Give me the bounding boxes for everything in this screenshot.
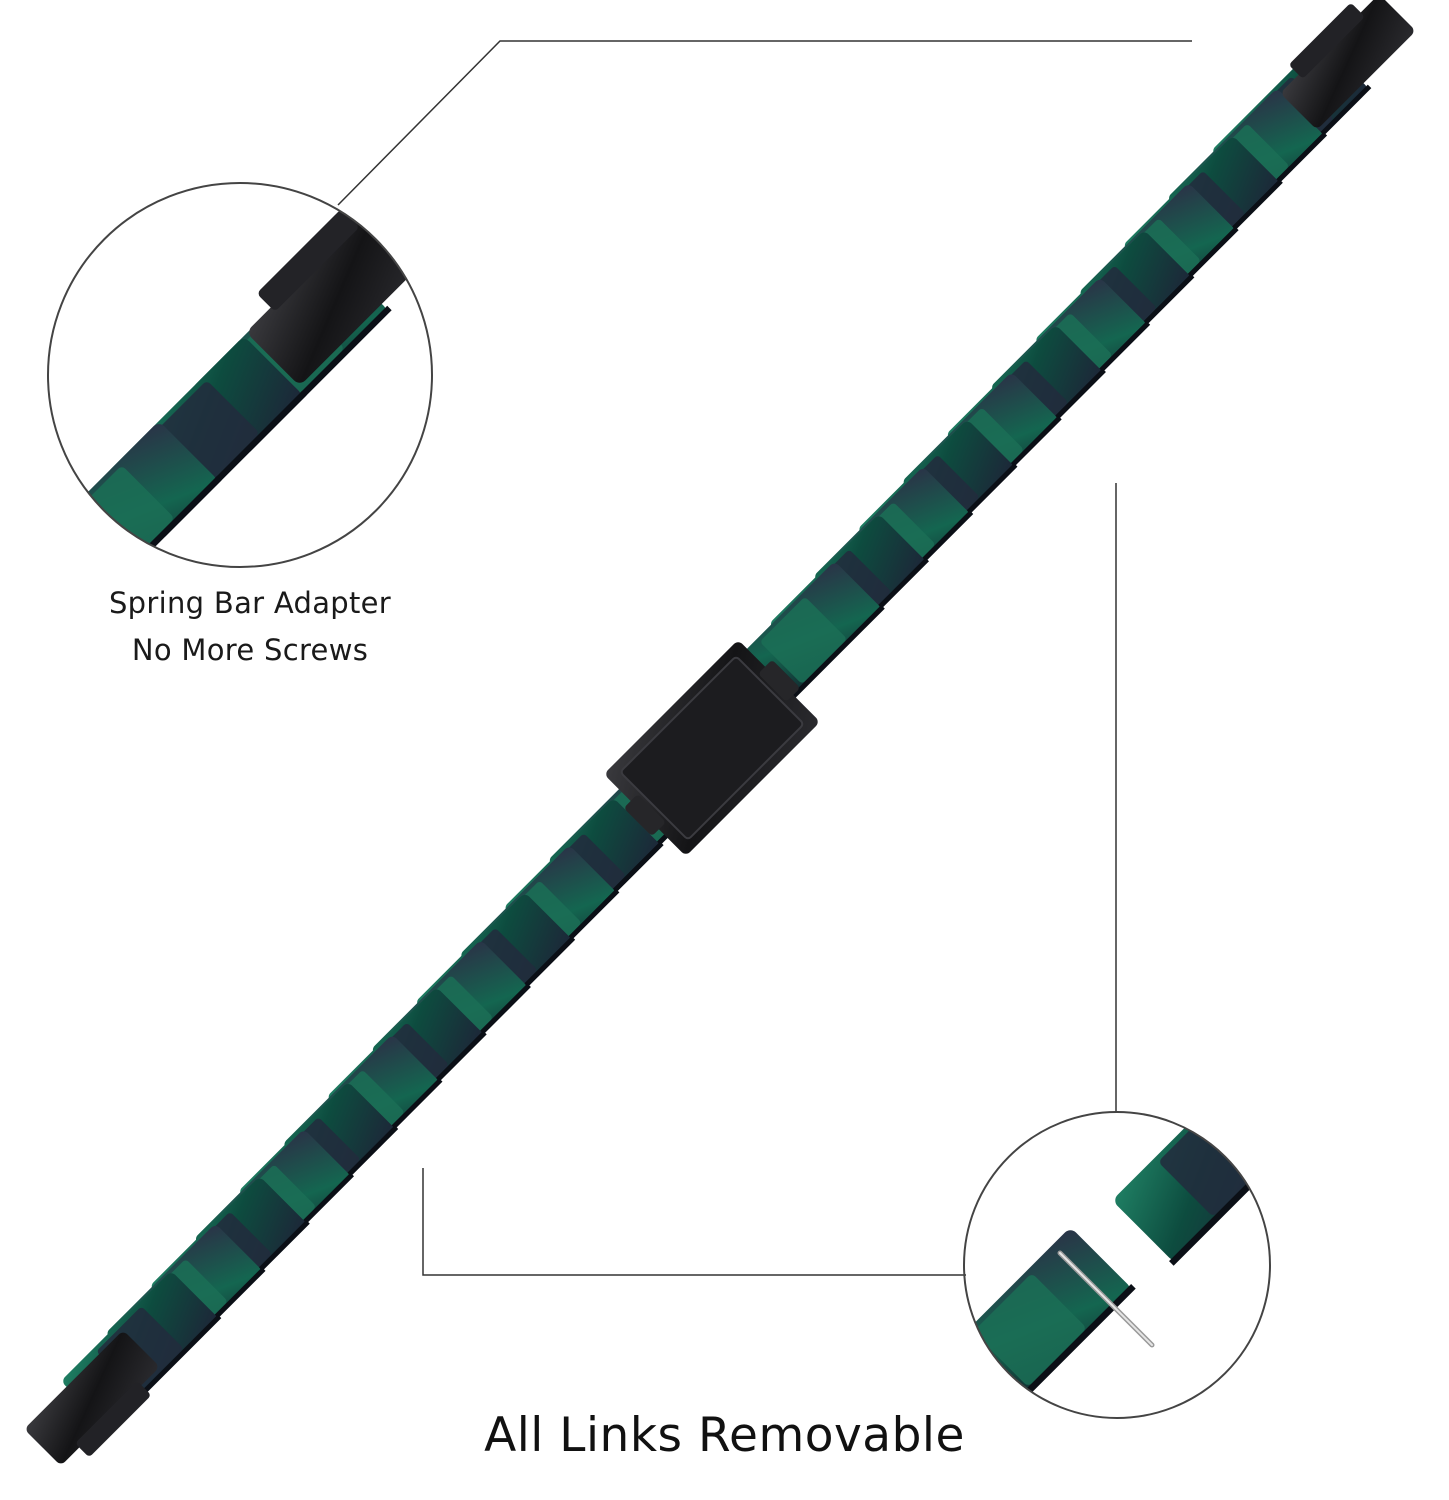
band-link (964, 1230, 1136, 1418)
adapter-caption-line1: Spring Bar Adapter (108, 586, 392, 620)
callout-line-links-bottom (422, 1168, 966, 1276)
butterfly-clasp (606, 642, 818, 854)
band-link (726, 563, 885, 722)
callout-line-adapter (337, 40, 1192, 206)
spring-bar-pin (1057, 1250, 1155, 1348)
spring-bar-adapter-top (1282, 0, 1414, 128)
link-detail-circle (963, 1111, 1271, 1419)
headline: All Links Removable (484, 1408, 965, 1463)
adapter-detail-circle (47, 182, 433, 568)
spring-bar-adapter-bottom (26, 1332, 158, 1464)
band-link (1115, 1112, 1270, 1266)
adapter-caption-line2: No More Screws (131, 633, 369, 667)
callout-lines (337, 40, 1192, 1276)
